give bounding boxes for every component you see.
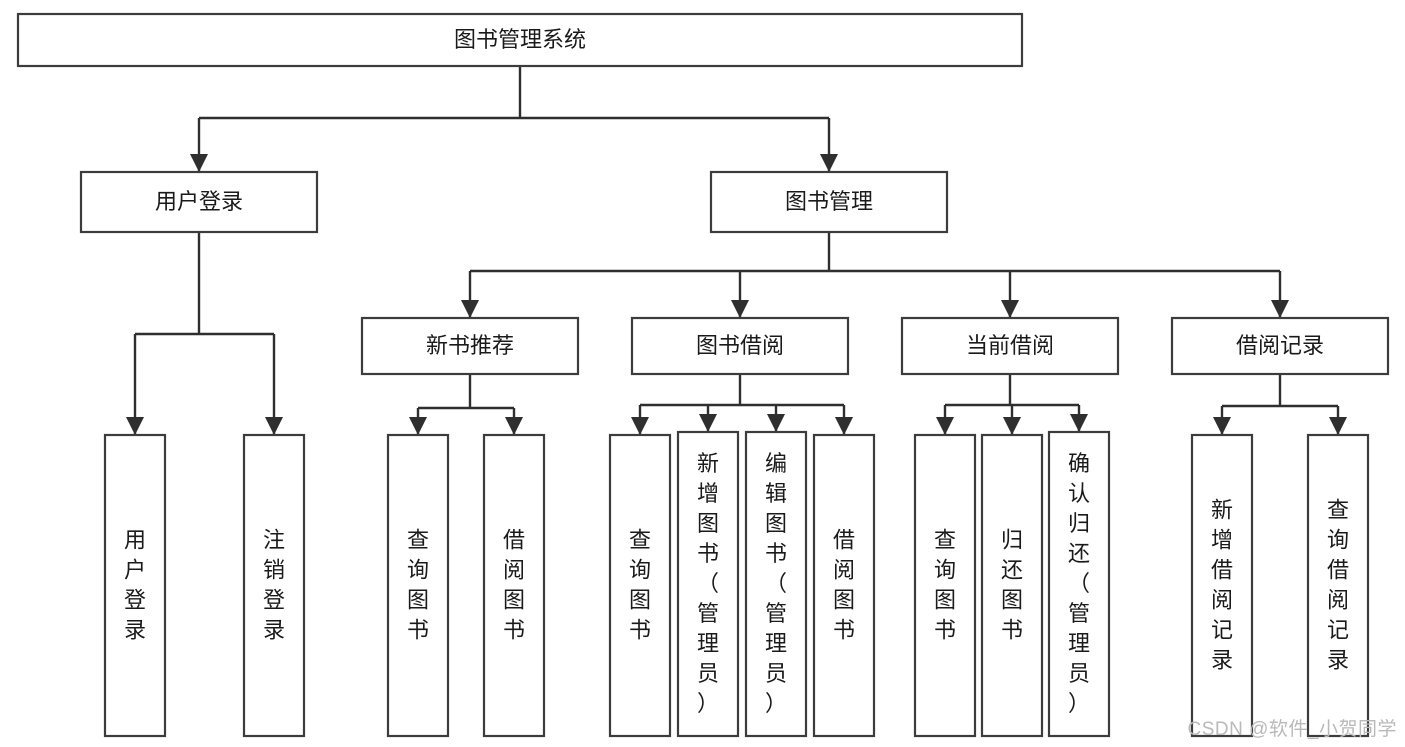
node-leaf-注销登录-1[interactable]: 注销登录 xyxy=(242,433,306,738)
node-box-rect xyxy=(812,433,876,738)
node-box-rect xyxy=(980,433,1044,738)
node-leaf-借阅图书-3[interactable]: 借阅图书 xyxy=(482,433,546,738)
node-box-rect xyxy=(482,433,546,738)
node-box-rect xyxy=(1306,433,1370,738)
node-label-vertical: 查询图书 xyxy=(407,528,429,643)
node-leaf-查询图书-4[interactable]: 查询图书 xyxy=(608,433,672,738)
node-root-图书管理系统-0[interactable]: 图书管理系统 xyxy=(16,12,1024,68)
node-leaf-查询图书-2[interactable]: 查询图书 xyxy=(386,433,450,738)
node-label-vertical: 借阅图书 xyxy=(503,528,525,643)
arrow-head-icon xyxy=(820,154,838,172)
arrow-head-icon xyxy=(1070,414,1088,432)
node-box-rect xyxy=(16,12,1024,68)
node-label-vertical: 新增借阅记录 xyxy=(1211,498,1233,673)
csdn-watermark: CSDN @软件_小贺同学 xyxy=(1187,719,1397,740)
node-level3-新书推荐-0[interactable]: 新书推荐 xyxy=(360,316,580,376)
node-level3-图书借阅-1[interactable]: 图书借阅 xyxy=(630,316,850,376)
arrow-head-icon xyxy=(126,417,144,435)
node-label-vertical: 编辑图书（管理员） xyxy=(765,451,787,716)
arrow-head-icon xyxy=(505,417,523,435)
node-box-rect xyxy=(608,433,672,738)
arrow-head-icon xyxy=(265,417,283,435)
node-box-rect xyxy=(1047,430,1111,738)
node-label-vertical: 新增图书（管理员） xyxy=(697,451,719,716)
node-level3-借阅记录-3[interactable]: 借阅记录 xyxy=(1170,316,1390,376)
node-leaf-编辑图书管理员-6[interactable]: 编辑图书（管理员） xyxy=(744,430,808,738)
node-label-vertical: 查询借阅记录 xyxy=(1327,498,1349,673)
arrow-head-icon xyxy=(1213,417,1231,435)
node-label: 用户登录 xyxy=(155,189,243,214)
node-label-vertical: 借阅图书 xyxy=(833,528,855,643)
node-leaf-新增借阅记录-11[interactable]: 新增借阅记录 xyxy=(1190,433,1254,738)
node-box-rect xyxy=(630,316,850,376)
arrow-head-icon xyxy=(767,414,785,432)
arrow-head-icon xyxy=(699,414,717,432)
node-label: 图书管理 xyxy=(785,189,873,214)
node-leaf-借阅图书-7[interactable]: 借阅图书 xyxy=(812,433,876,738)
node-label-vertical: 查询图书 xyxy=(934,528,956,643)
node-box-rect xyxy=(744,430,808,738)
node-label-vertical: 注销登录 xyxy=(263,528,285,643)
arrow-head-icon xyxy=(835,417,853,435)
node-box-rect xyxy=(676,430,740,738)
node-label: 新书推荐 xyxy=(426,333,514,358)
node-layer: 图书管理系统用户登录图书管理新书推荐图书借阅当前借阅借阅记录用户登录注销登录查询… xyxy=(16,12,1390,738)
node-leaf-查询借阅记录-12[interactable]: 查询借阅记录 xyxy=(1306,433,1370,738)
node-box-rect xyxy=(79,170,319,234)
node-box-rect xyxy=(360,316,580,376)
node-leaf-确认归还管理员-10[interactable]: 确认归还（管理员） xyxy=(1047,430,1111,738)
arrow-head-icon xyxy=(461,300,479,318)
arrow-head-icon xyxy=(1329,417,1347,435)
node-level2-用户登录-0[interactable]: 用户登录 xyxy=(79,170,319,234)
node-label: 图书借阅 xyxy=(696,333,784,358)
node-leaf-归还图书-9[interactable]: 归还图书 xyxy=(980,433,1044,738)
node-leaf-用户登录-0[interactable]: 用户登录 xyxy=(103,433,167,738)
arrow-head-icon xyxy=(631,417,649,435)
node-label: 图书管理系统 xyxy=(454,27,586,52)
node-box-rect xyxy=(913,433,977,738)
node-label: 借阅记录 xyxy=(1236,333,1324,358)
arrow-head-icon xyxy=(190,154,208,172)
node-box-rect xyxy=(386,433,450,738)
node-label-vertical: 确认归还（管理员） xyxy=(1068,451,1090,716)
connector-layer xyxy=(126,66,1347,435)
node-label: 当前借阅 xyxy=(966,333,1054,358)
arrow-head-icon xyxy=(936,417,954,435)
node-box-rect xyxy=(709,170,949,234)
node-label-vertical: 归还图书 xyxy=(1001,528,1023,643)
node-leaf-新增图书管理员-5[interactable]: 新增图书（管理员） xyxy=(676,430,740,738)
node-box-rect xyxy=(900,316,1120,376)
arrow-head-icon xyxy=(1003,417,1021,435)
arrow-head-icon xyxy=(1271,300,1289,318)
node-box-rect xyxy=(1170,316,1390,376)
node-leaf-查询图书-8[interactable]: 查询图书 xyxy=(913,433,977,738)
node-level3-当前借阅-2[interactable]: 当前借阅 xyxy=(900,316,1120,376)
arrow-head-icon xyxy=(731,300,749,318)
arrow-head-icon xyxy=(1001,300,1019,318)
node-label-vertical: 用户登录 xyxy=(124,528,146,643)
node-box-rect xyxy=(242,433,306,738)
arrow-head-icon xyxy=(409,417,427,435)
node-box-rect xyxy=(103,433,167,738)
node-label-vertical: 查询图书 xyxy=(629,528,651,643)
node-level2-图书管理-1[interactable]: 图书管理 xyxy=(709,170,949,234)
node-box-rect xyxy=(1190,433,1254,738)
